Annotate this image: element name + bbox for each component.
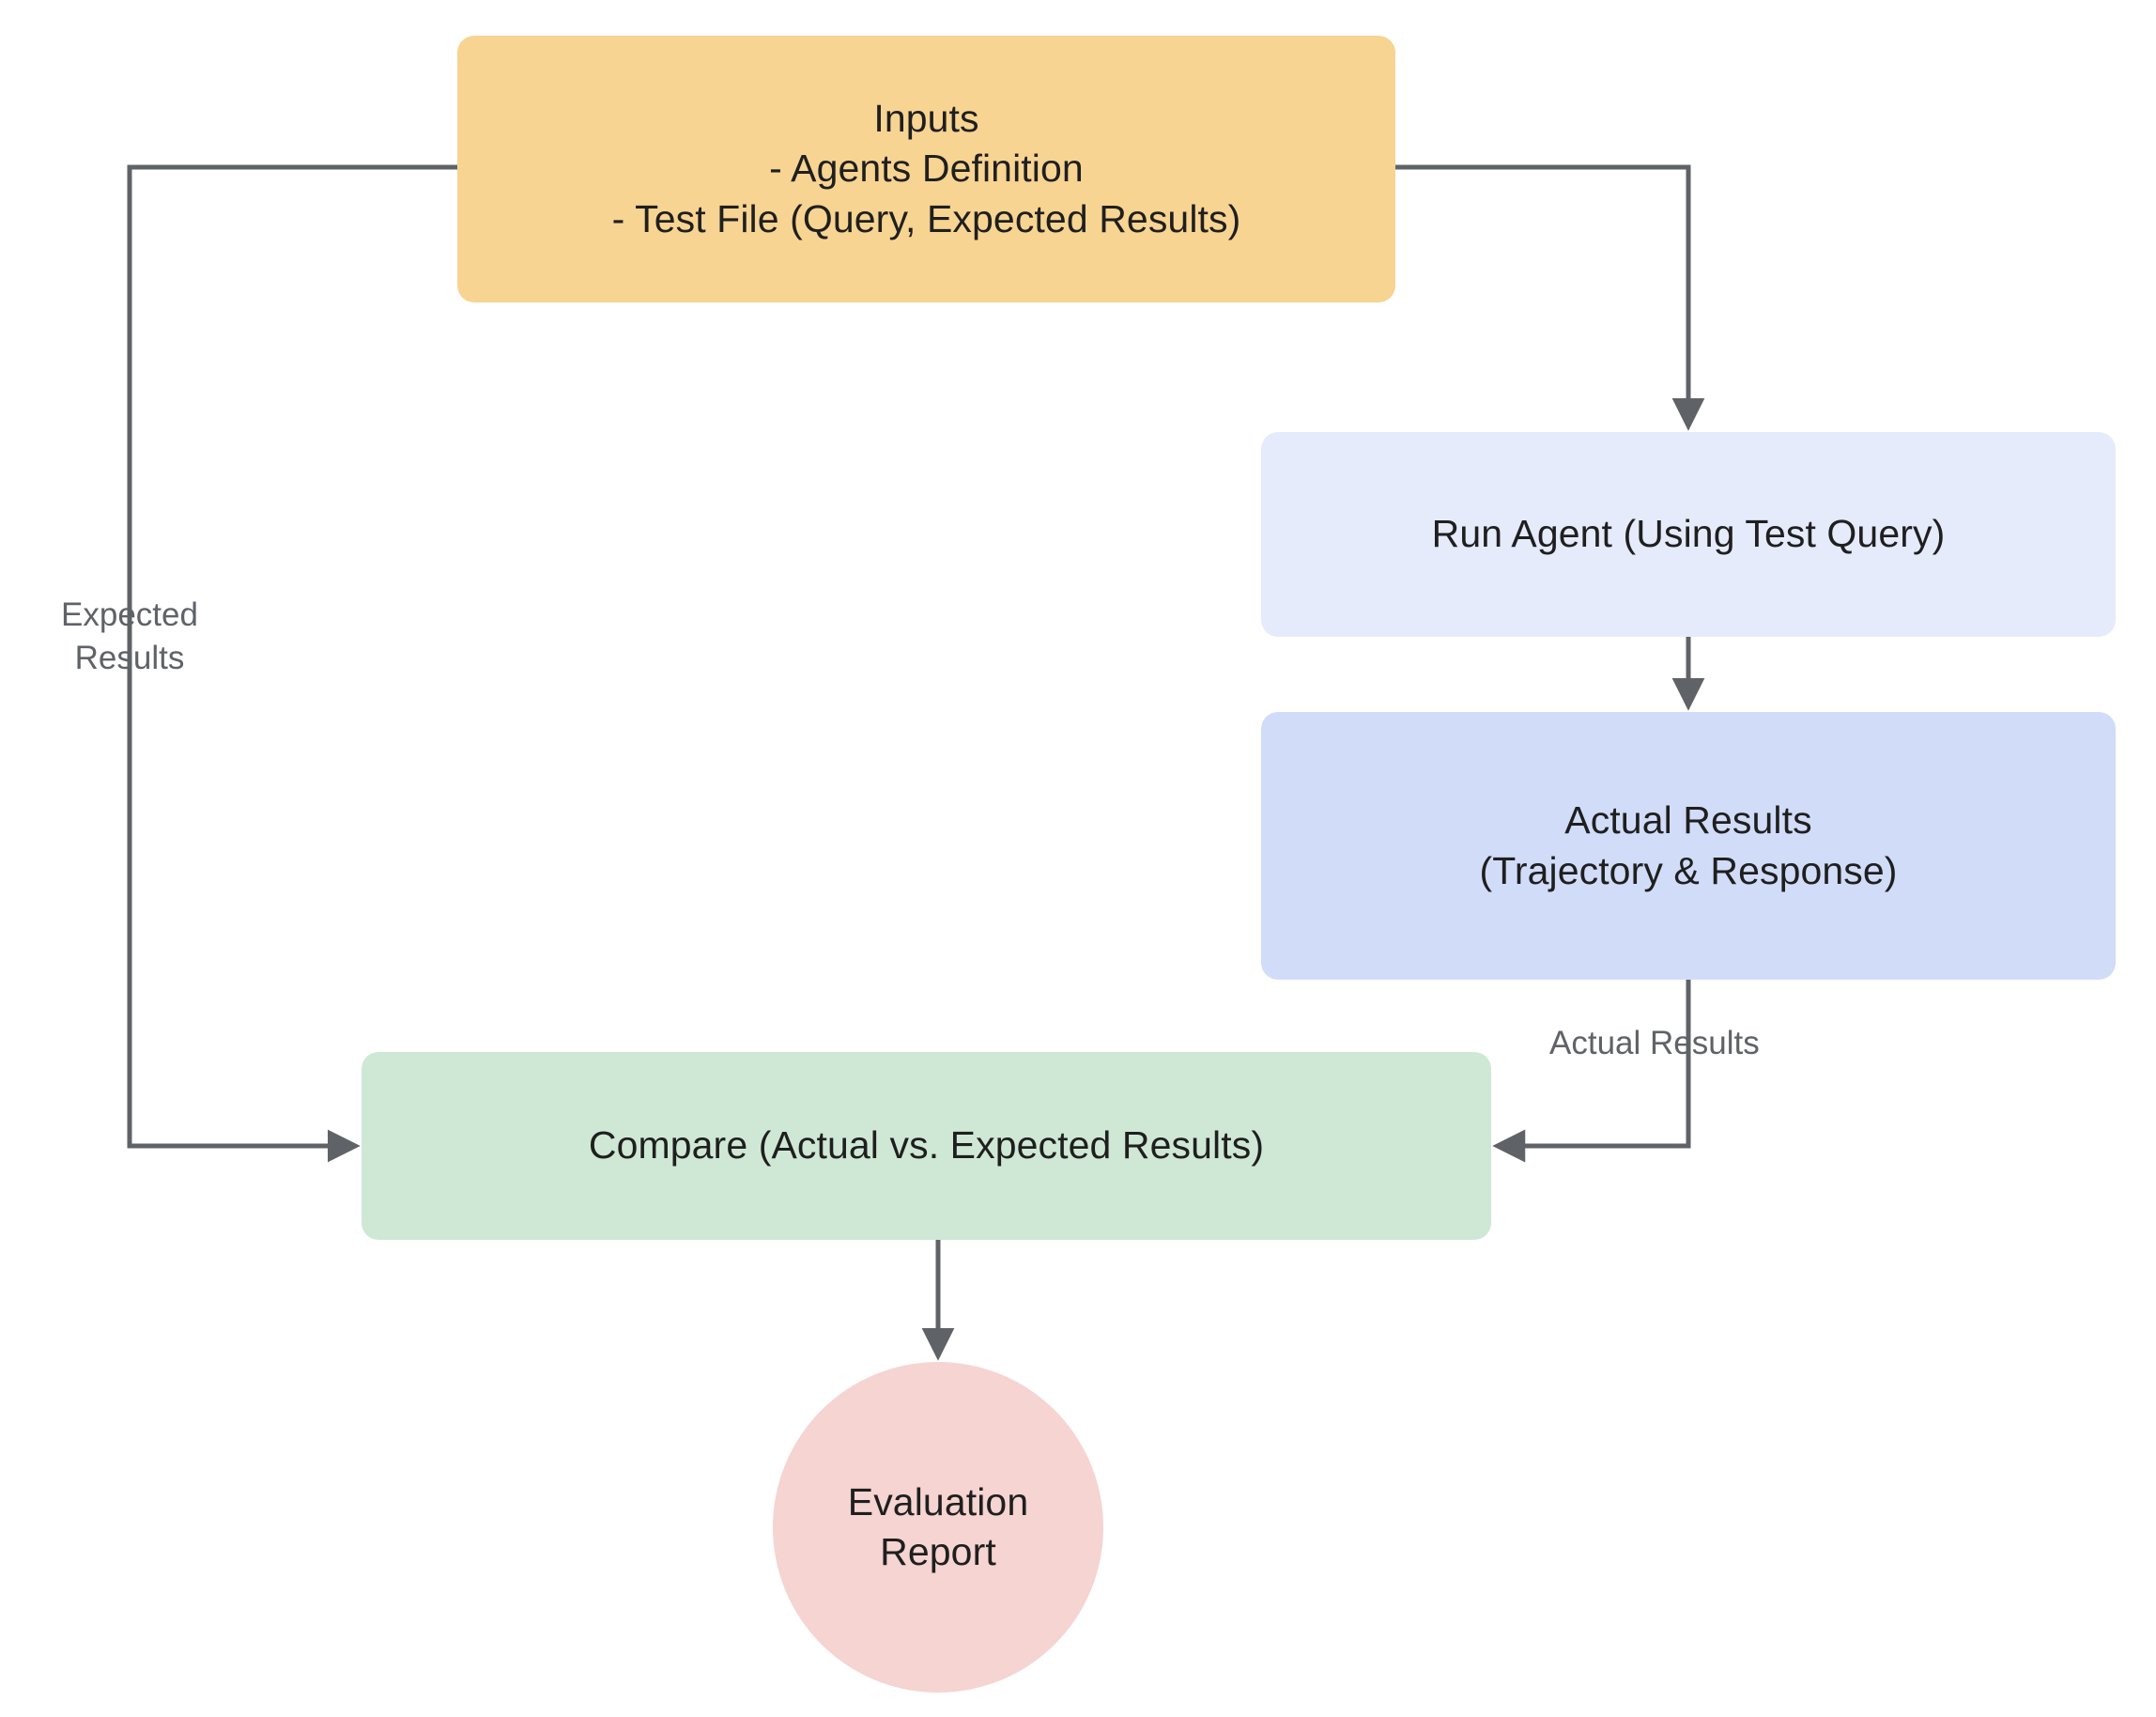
node-inputs[interactable]: Inputs - Agents Definition - Test File (… xyxy=(457,36,1395,302)
edge-inputs-to-run-agent xyxy=(1395,164,1705,431)
node-evaluation-report[interactable]: Evaluation Report xyxy=(773,1362,1103,1693)
edge-label-expected-results: Expected Results xyxy=(61,596,198,676)
node-compare[interactable]: Compare (Actual vs. Expected Results) xyxy=(362,1052,1491,1240)
node-run-agent[interactable]: Run Agent (Using Test Query) xyxy=(1261,432,2116,637)
edge-label-actual-results: Actual Results xyxy=(1549,1025,1760,1061)
node-actual-results[interactable]: Actual Results (Trajectory & Response) xyxy=(1261,712,2116,980)
